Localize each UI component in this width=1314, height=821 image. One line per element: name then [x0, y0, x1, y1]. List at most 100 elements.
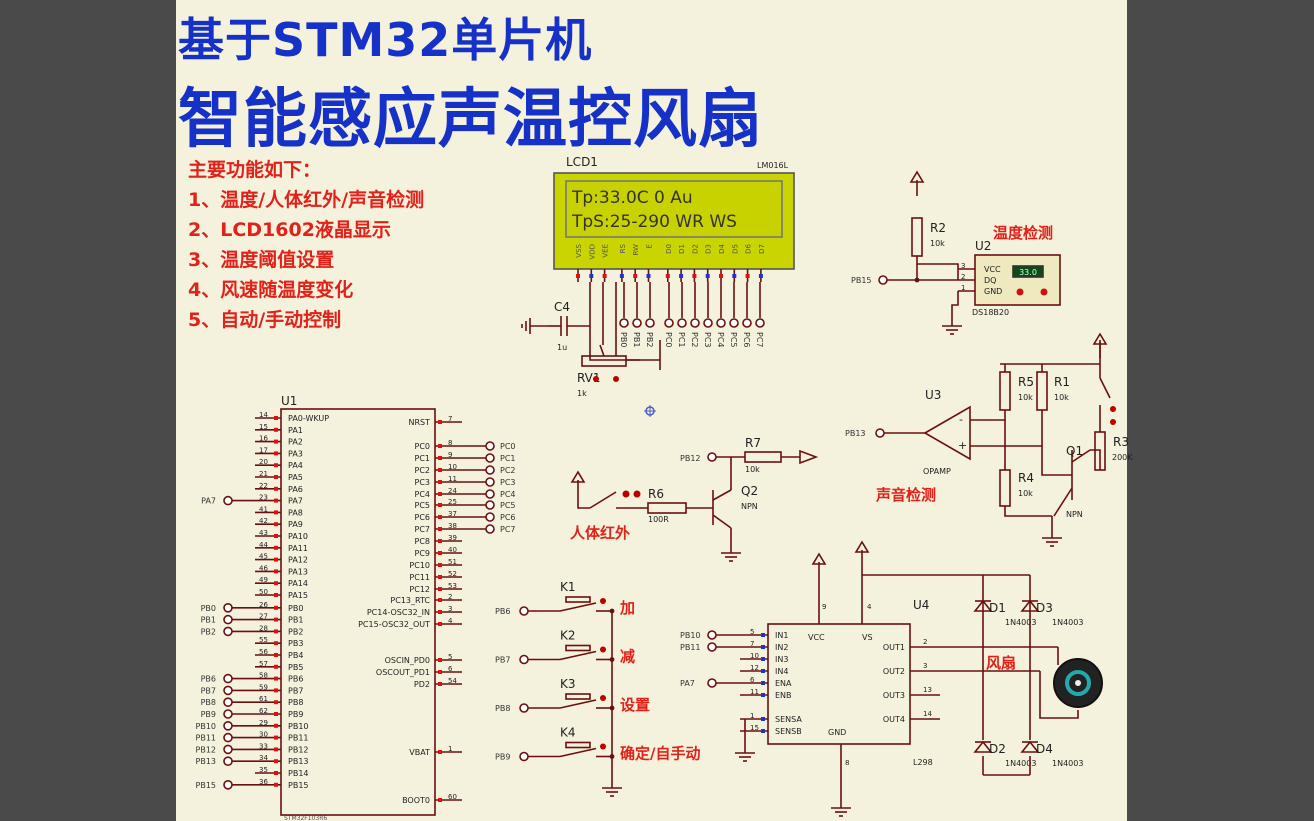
pin-marker — [438, 622, 442, 626]
pir-wire — [577, 496, 590, 509]
mcu-pin-num: 58 — [259, 672, 268, 680]
mcu-pin-name: PB1 — [288, 616, 303, 625]
mcu-pin-num: 16 — [259, 435, 268, 443]
key-contact — [559, 747, 597, 758]
u3-ref: U3 — [925, 388, 941, 402]
key-label: 设置 — [620, 696, 650, 714]
mcu-pin-num: 10 — [448, 463, 457, 471]
mcu-pin-name: PA12 — [288, 556, 308, 565]
mcu-pin-num: 35 — [259, 766, 268, 774]
mcu-pin-num: 34 — [259, 754, 268, 762]
pin-marker — [274, 463, 278, 468]
temp-net-label: PB15 — [851, 276, 872, 285]
lcd-net-label: PB1 — [632, 332, 641, 347]
u2-body — [974, 254, 1061, 306]
pin-marker — [274, 629, 278, 634]
mcu-net-label: PA7 — [201, 497, 216, 506]
rv1-value: 1k — [577, 389, 587, 398]
u4-net-label: PB11 — [680, 643, 701, 652]
mcu-pin-num: 57 — [259, 660, 268, 668]
pin-marker — [438, 610, 442, 614]
pin-marker — [438, 515, 442, 519]
u4-model: L298 — [913, 758, 933, 767]
mcu-pin-num: 51 — [448, 558, 457, 566]
u4-net-label: PA7 — [680, 679, 695, 688]
u4-pin-name: IN1 — [775, 631, 788, 640]
mcu-net-label: PC4 — [500, 490, 516, 499]
mcu-ref: U1 — [281, 394, 297, 408]
r6-ref: R6 — [648, 487, 664, 501]
u4-pin-num: 8 — [845, 759, 849, 767]
r3-value: 200K — [1112, 453, 1133, 462]
key-net-terminal — [519, 751, 529, 762]
u4-net-label: PB10 — [680, 631, 701, 640]
pin-marker — [274, 486, 278, 491]
lcd-net-terminal — [703, 318, 713, 328]
temp-label: 温度检测 — [993, 224, 1053, 242]
pin-marker — [274, 653, 278, 657]
mcu-net-terminal — [223, 779, 233, 790]
mcu-pin-num: 45 — [259, 553, 268, 561]
u4-pin-name: SENSA — [775, 715, 802, 724]
u2-pin-num: 2 — [961, 273, 965, 281]
u4-pin-name: OUT2 — [883, 667, 905, 676]
r2-value: 10k — [930, 239, 945, 248]
u4-pin-num: 11 — [750, 688, 759, 696]
key-contact — [559, 699, 597, 709]
mcu-net-terminal — [485, 500, 495, 510]
mcu-pin-num: 11 — [448, 475, 457, 483]
lcd-net-label: PC3 — [703, 332, 712, 348]
rv1-wiper — [599, 344, 605, 357]
u2-display-value: 33.0 — [1019, 268, 1037, 277]
pin-marker — [438, 444, 442, 448]
mcu-pin-name: PB0 — [288, 604, 303, 613]
r4-value: 10k — [1018, 489, 1033, 498]
mcu-pin-name: PA0-WKUP — [288, 414, 329, 423]
u2-pin-label: DQ — [984, 276, 996, 285]
mcu-net-label: PB1 — [201, 616, 216, 625]
lcd-pin-label: D1 — [678, 244, 686, 254]
r1-value: 10k — [1054, 393, 1069, 402]
r6-value: 100R — [648, 515, 669, 524]
lcd-net-terminal — [645, 318, 655, 328]
lcd-net-label: PC4 — [716, 332, 725, 348]
key-ref: K1 — [560, 580, 576, 594]
pin-marker — [274, 593, 278, 597]
u2-pin-label: VCC — [984, 265, 1001, 274]
mcu-pin-name: OSCIN_PD0 — [385, 656, 430, 665]
key-net-terminal — [519, 703, 529, 713]
lcd-pin-label: VDD — [588, 244, 596, 260]
mcu-pin-num: 17 — [259, 446, 268, 454]
mcu-pin-num: 24 — [448, 487, 457, 495]
u2-display — [1012, 265, 1044, 278]
mcu-net-label: PC2 — [500, 466, 516, 475]
key-ref: K2 — [560, 629, 576, 643]
q1-ref: Q1 — [1066, 444, 1083, 458]
features-heading: 主要功能如下： — [188, 159, 322, 181]
diode-model: 1N4003 — [1005, 759, 1036, 768]
mcu-pin-num: 25 — [448, 498, 457, 506]
r5-resistor — [999, 371, 1011, 411]
mcu-pin-num: 60 — [448, 793, 457, 801]
mcu-pin-name: PB15 — [288, 781, 309, 790]
mcu-pin-name: PC4 — [415, 490, 431, 499]
mcu-pin-name: PB7 — [288, 686, 303, 695]
key-contact — [559, 650, 597, 661]
mcu-pin-num: 2 — [448, 593, 452, 601]
mcu-pin-num: 55 — [259, 636, 268, 644]
mcu-pin-name: PA4 — [288, 461, 303, 470]
pin-marker — [761, 669, 765, 673]
key-label: 确定/自手动 — [620, 745, 700, 763]
mcu-net-label: PB9 — [201, 710, 216, 719]
mcu-pin-name: PC6 — [415, 513, 431, 522]
u3-minus: - — [959, 413, 963, 426]
mcu-pin-num: 59 — [259, 683, 268, 691]
pin-marker — [619, 274, 624, 278]
pin-marker — [274, 688, 278, 693]
c4-ref: C4 — [554, 300, 570, 314]
diode-ref: D2 — [989, 742, 1006, 756]
mcu-pin-name: PB14 — [288, 769, 309, 778]
mcu-pin-name: PB9 — [288, 710, 303, 719]
pin-marker — [745, 274, 750, 278]
